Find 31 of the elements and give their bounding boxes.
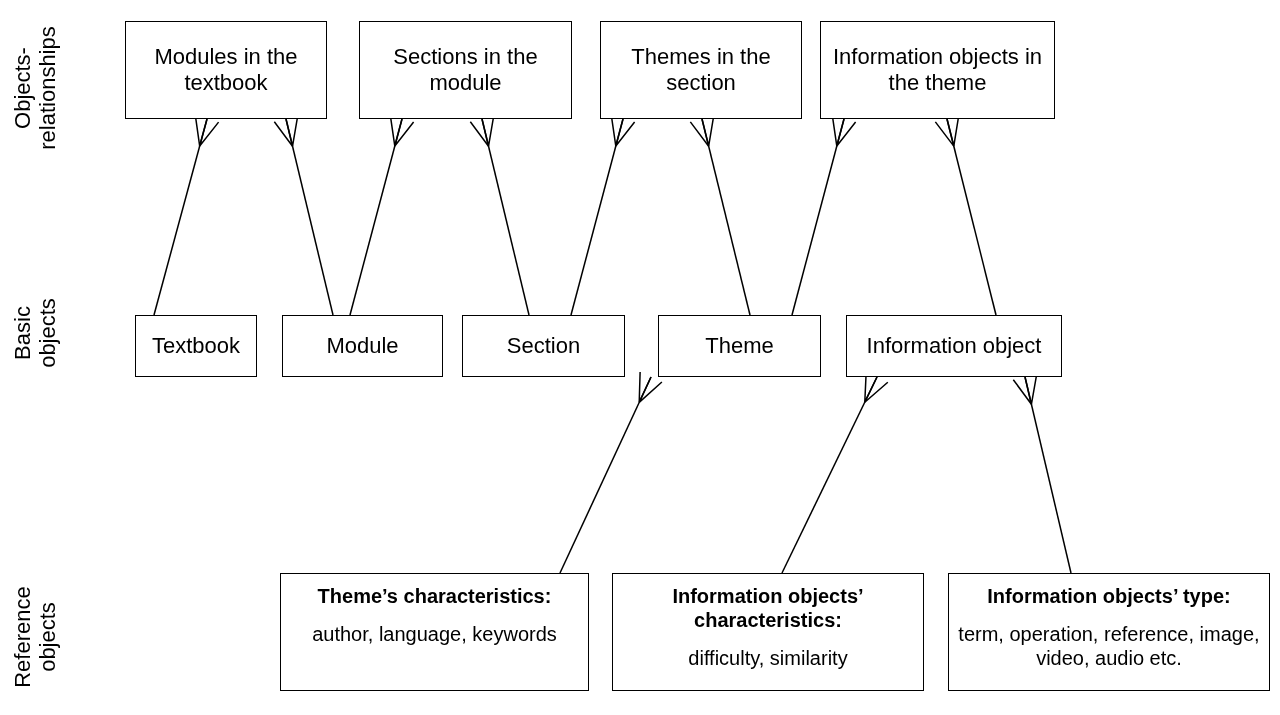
box-text: Theme (705, 332, 774, 360)
box-text: author, language, keywords (312, 622, 557, 646)
box-text: Sections in the module (392, 43, 539, 97)
box-heading: Information objects’ type: (987, 584, 1231, 608)
box-heading: Information objects’ characteristics: (671, 584, 865, 632)
entity-box (846, 315, 1062, 377)
reference-box (948, 573, 1270, 691)
entity-box (125, 21, 327, 119)
row-label: Reference objects (9, 585, 61, 690)
box-text: Module (326, 332, 399, 360)
entity-box (135, 315, 257, 377)
row-label: Objects-relationships (9, 25, 61, 152)
entity-box (462, 315, 625, 377)
box-text: Textbook (151, 332, 241, 360)
entity-box (820, 21, 1055, 119)
box-text: term, operation, reference, image, video, audio etc. (957, 622, 1261, 670)
box-text: difficulty, similarity (688, 646, 848, 670)
box-text: Section (506, 332, 581, 360)
row-label: Basic objects (9, 297, 61, 370)
entity-box (658, 315, 821, 377)
box-text: Modules in the textbook (153, 43, 299, 97)
entity-box (600, 21, 802, 119)
box-heading: Theme’s characteristics: (317, 584, 552, 608)
box-text: Information object (866, 332, 1042, 360)
reference-box (280, 573, 589, 691)
box-text: Themes in the section (630, 43, 772, 97)
entity-box (282, 315, 443, 377)
relationship-line (559, 371, 663, 574)
reference-box (612, 573, 924, 691)
entity-box (359, 21, 572, 119)
box-text: Information objects in the theme (831, 43, 1044, 97)
